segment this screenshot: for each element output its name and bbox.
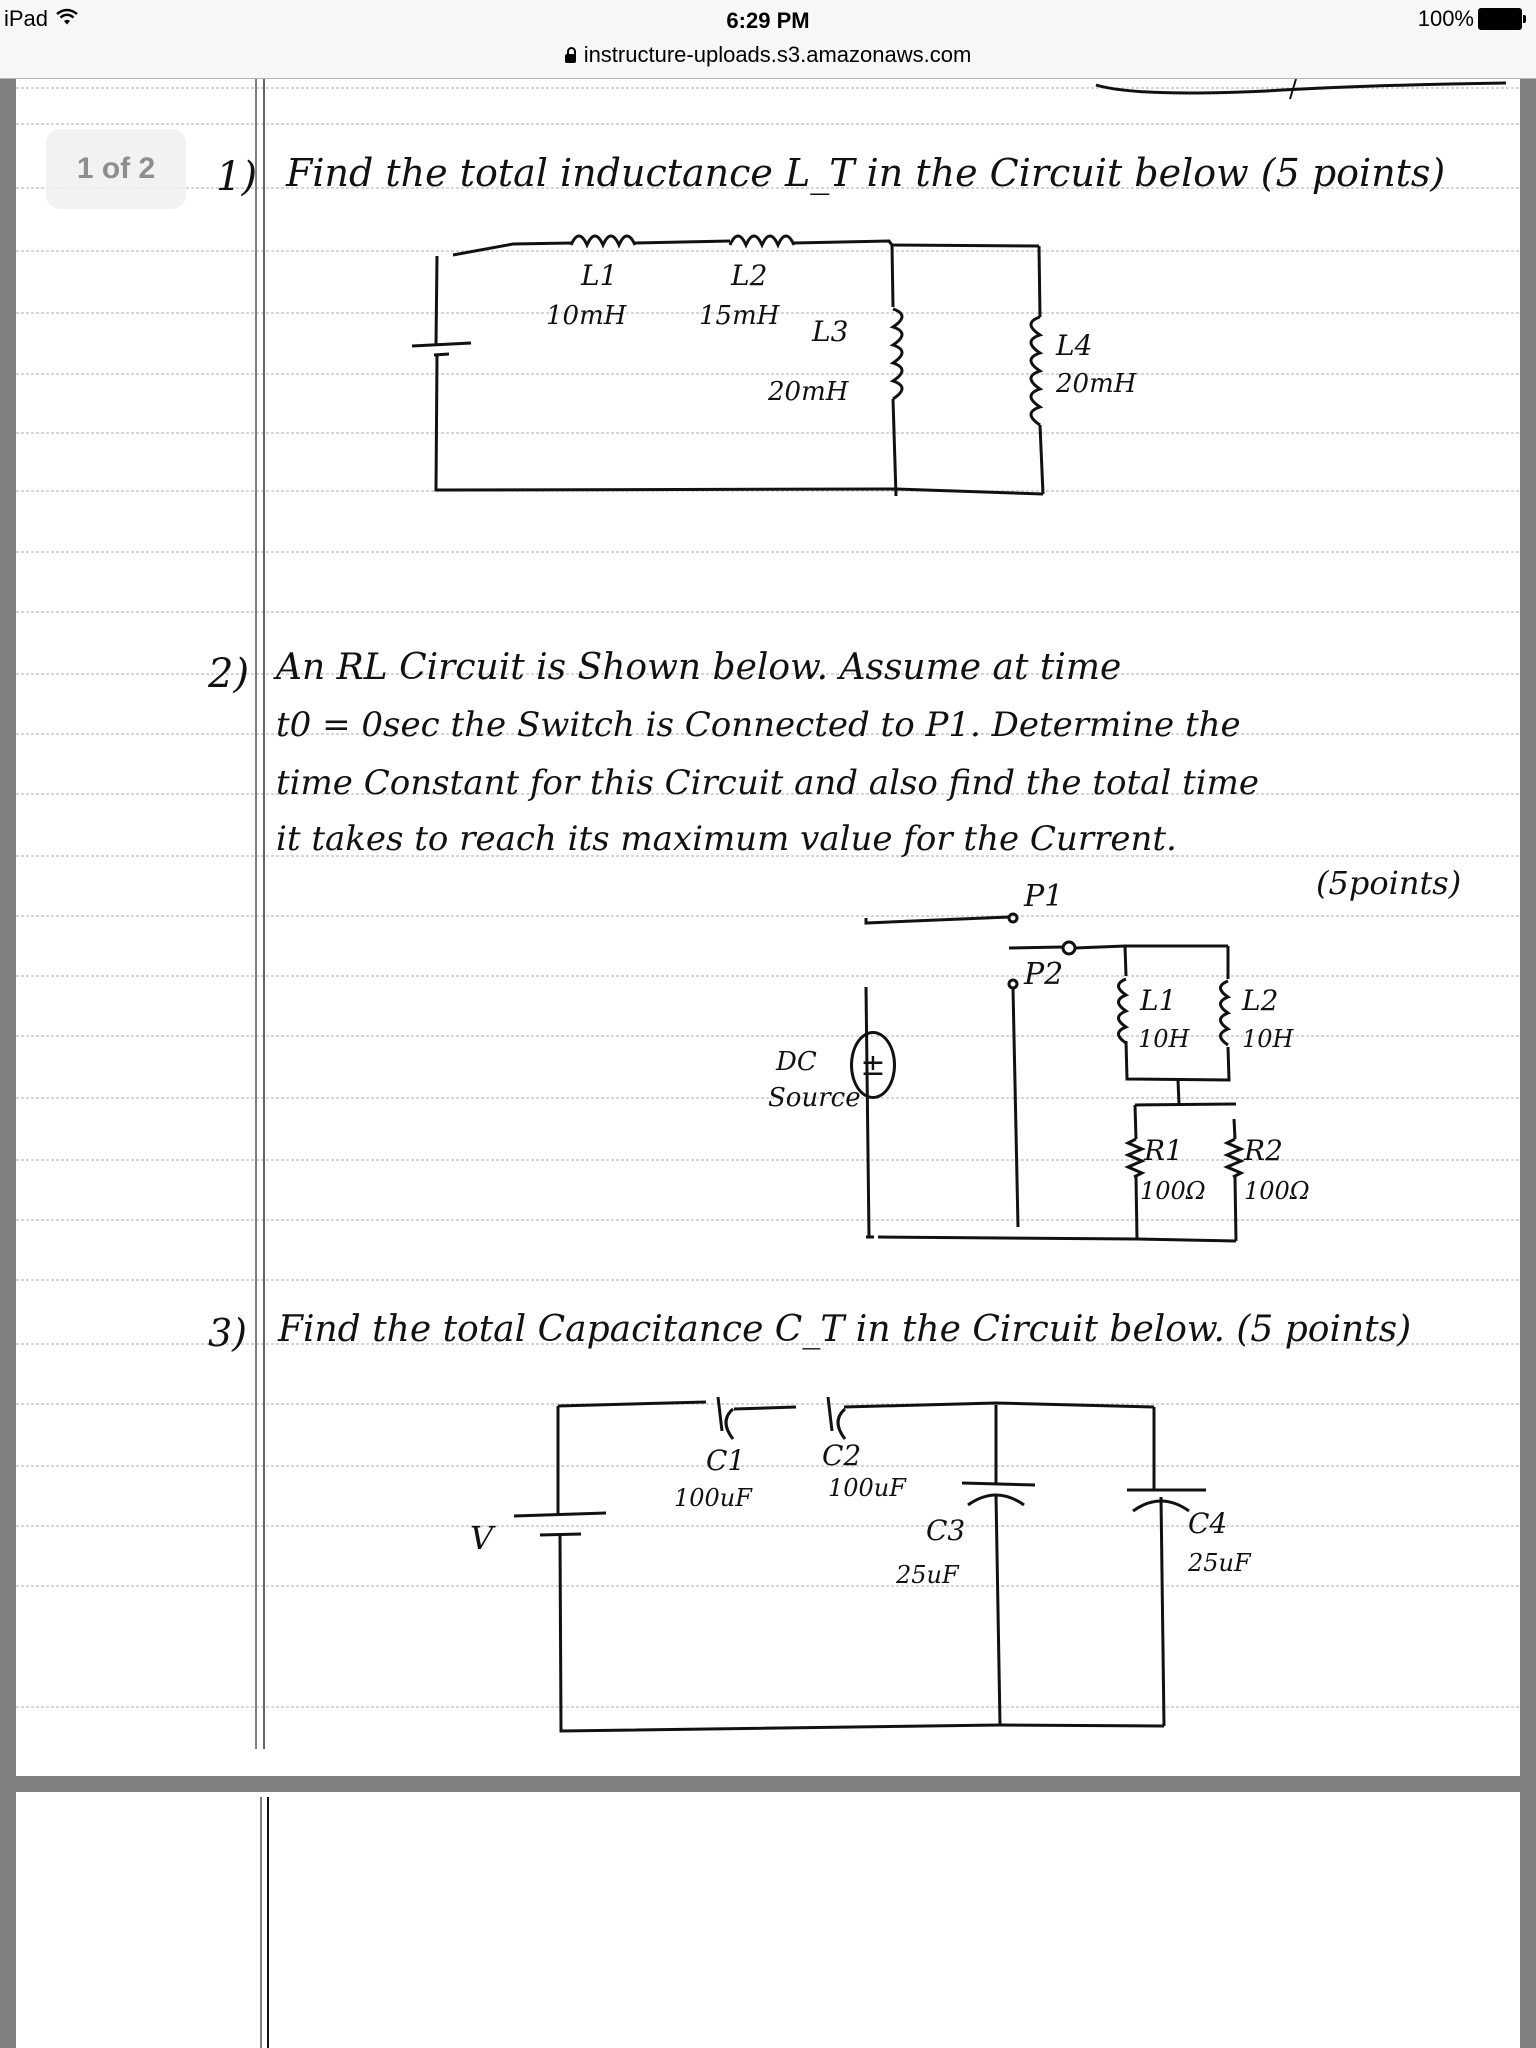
q1-l2-label: L2 [731,259,768,292]
q1-l3-label: L3 [812,315,849,348]
q3-c2-value: 100uF [828,1474,906,1502]
notebook-paper-2 [260,1797,269,2048]
q2-l1-value: 10H [1138,1025,1190,1053]
q1-l1-value: 10mH [546,301,627,331]
q2-l2-label: L2 [1242,984,1279,1017]
q2-r2-value: 100Ω [1244,1177,1310,1205]
notebook-paper [16,79,1520,1749]
q2-source-label-1: DC [776,1047,817,1077]
status-bar: iPad 6:29 PM 100% instructure-uploads.s3… [0,0,1536,79]
question-2-line-3: time Constant for this Circuit and also … [276,763,1259,803]
q1-l3-value: 20mH [768,377,849,407]
q3-source-label: V [470,1519,494,1557]
dc-source-symbol: ± [850,1031,896,1099]
clock: 6:29 PM [726,8,810,33]
lock-icon [564,46,576,63]
circuit-1-inductors [411,234,1045,497]
battery-icon [1478,8,1526,30]
device-status: iPad [4,6,78,32]
q2-r1-value: 100Ω [1140,1177,1206,1205]
device-name: iPad [4,6,49,31]
q2-p1-label: P1 [1024,879,1064,914]
q3-c4-label: C4 [1188,1507,1228,1540]
page-indicator: 1 of 2 [46,129,186,209]
q1-l2-value: 15mH [699,301,780,331]
question-3-number: 3) [208,1311,248,1355]
q2-source-label-2: Source [768,1083,861,1113]
battery-percent: 100% [1417,6,1474,31]
q2-r2-label: R2 [1244,1134,1283,1167]
document-page-1: 1 of 2 1) Find the total inductance L_T … [16,79,1520,1776]
question-2-points: (5points) [1316,864,1462,902]
q3-c3-value: 25uF [896,1561,959,1589]
document-page-2 [16,1792,1520,2048]
q3-c1-value: 100uF [674,1484,752,1512]
address-bar[interactable]: instructure-uploads.s3.amazonaws.com [0,42,1536,68]
question-1-number: 1) [216,154,258,200]
q1-l4-value: 20mH [1056,369,1137,399]
wifi-icon [56,6,78,32]
q2-l1-label: L1 [1140,984,1177,1017]
q1-l4-label: L4 [1056,329,1093,362]
battery-status: 100% [1417,6,1526,32]
q3-c1-label: C1 [706,1444,746,1477]
question-2-number: 2) [208,651,250,697]
question-3-text: Find the total Capacitance C_T in the Ci… [278,1309,1412,1350]
q1-l1-label: L1 [581,259,618,292]
q3-c4-value: 25uF [1188,1549,1251,1577]
q3-c3-label: C3 [926,1514,966,1547]
q3-c2-label: C2 [822,1439,862,1472]
question-2-line-4: it takes to reach its maximum value for … [276,819,1177,859]
q2-p2-label: P2 [1024,957,1064,992]
circuit-3-capacitors [513,1396,1206,1733]
circuit-2-rl [864,912,1245,1243]
question-2-line-1: An RL Circuit is Shown below. Assume at … [276,647,1122,688]
question-1-text: Find the total inductance L_T in the Cir… [286,151,1446,195]
q2-r1-label: R1 [1144,1134,1183,1167]
question-2-line-2: t0 = 0sec the Switch is Connected to P1.… [276,705,1241,745]
ruled-lines [16,87,1520,1708]
url-text[interactable]: instructure-uploads.s3.amazonaws.com [583,42,972,67]
q2-l2-value: 10H [1242,1025,1294,1053]
